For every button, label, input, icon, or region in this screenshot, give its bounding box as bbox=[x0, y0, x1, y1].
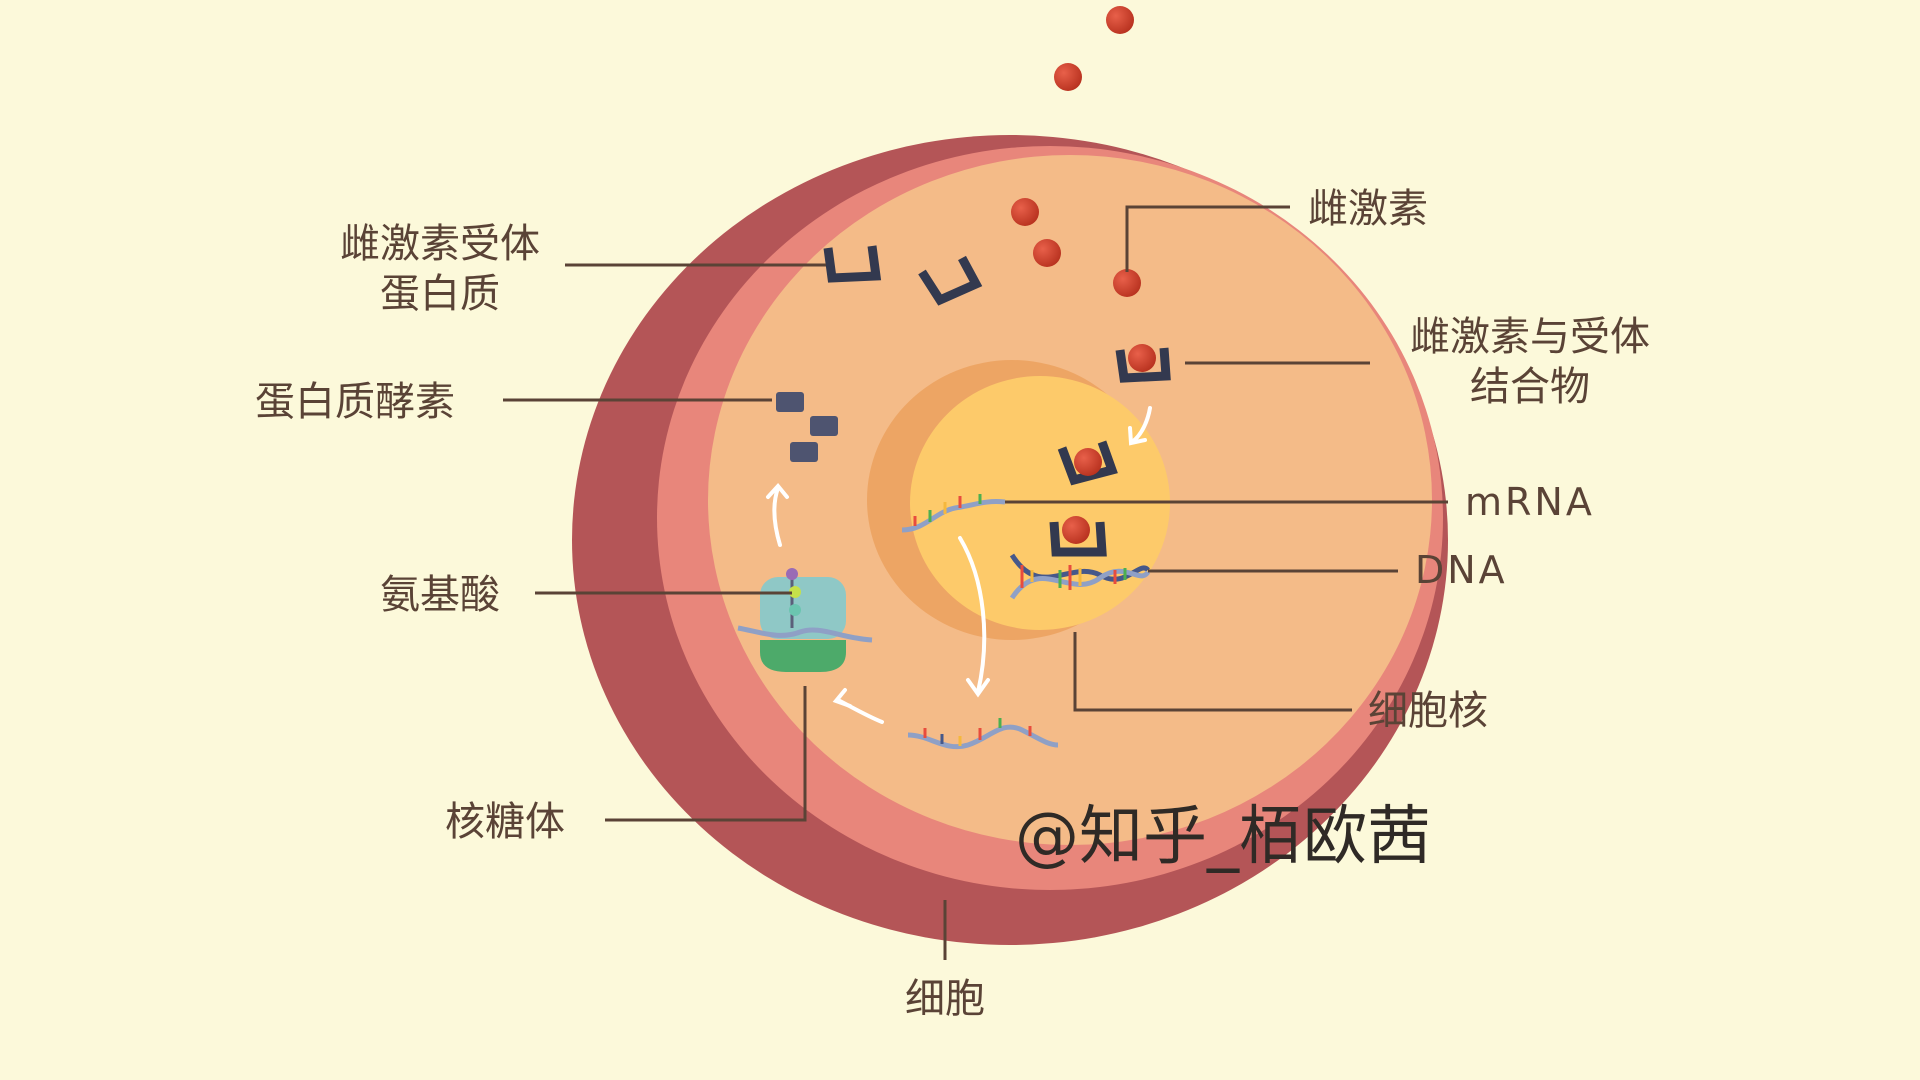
hormone-receptor-complex bbox=[1049, 344, 1171, 557]
label-dna: DNA bbox=[1415, 548, 1508, 592]
arrow-head bbox=[766, 482, 789, 499]
complex-receptor bbox=[1115, 347, 1171, 383]
complex-receptor-dna bbox=[1049, 521, 1107, 557]
arrow-head bbox=[832, 688, 852, 708]
watermark: @知乎_栢欧茜 bbox=[1015, 800, 1431, 874]
leader-lines bbox=[503, 205, 1448, 960]
dna-helix bbox=[1009, 553, 1151, 600]
dna-base-pairs bbox=[1020, 565, 1127, 590]
label-receptor-line1: 雌激素受体 bbox=[340, 221, 540, 267]
label-complex-line1: 雌激素与受体 bbox=[1410, 314, 1650, 360]
mrna-strand bbox=[901, 499, 1006, 533]
dna-strand bbox=[1009, 553, 1150, 582]
hormone-molecule bbox=[1113, 269, 1141, 297]
receptor-protein bbox=[823, 245, 882, 283]
complex-hormone-dna bbox=[1062, 516, 1090, 544]
hormone-molecule bbox=[1054, 63, 1082, 91]
ribosome-small-subunit bbox=[760, 640, 846, 672]
amino-acid bbox=[789, 604, 801, 616]
dna-strand bbox=[1009, 568, 1151, 600]
enzyme-block bbox=[810, 416, 838, 436]
mrna-nucleus bbox=[901, 494, 1006, 533]
receptor-protein bbox=[918, 255, 983, 306]
arrow-head bbox=[966, 678, 990, 698]
label-receptor-line2: 蛋白质 bbox=[380, 271, 500, 317]
mrna-cytoplasm bbox=[907, 718, 1059, 750]
complex-hormone-nucleus bbox=[1074, 448, 1102, 476]
leader-nucleus bbox=[1073, 632, 1352, 712]
arrow-head bbox=[1128, 426, 1147, 446]
leader-ribosome bbox=[605, 686, 807, 822]
label-complex-line2: 结合物 bbox=[1470, 364, 1590, 410]
label-amino-acid: 氨基酸 bbox=[380, 572, 500, 618]
label-enzyme: 蛋白质酵素 bbox=[255, 379, 455, 425]
arrow-complex-to-nucleus bbox=[1130, 406, 1152, 444]
hormone-molecule bbox=[1106, 6, 1134, 34]
label-nucleus: 细胞核 bbox=[1368, 688, 1488, 734]
label-cell: 细胞 bbox=[905, 976, 985, 1022]
label-hormone: 雌激素 bbox=[1308, 186, 1428, 232]
leader-hormone bbox=[1125, 205, 1290, 272]
enzyme-block bbox=[790, 442, 818, 462]
label-mrna: mRNA bbox=[1465, 480, 1595, 524]
arrow-ribosome-to-enzyme bbox=[772, 486, 782, 547]
mrna-strand bbox=[907, 724, 1059, 750]
enzyme-block bbox=[776, 392, 804, 412]
arrow-mrna-out bbox=[958, 536, 987, 694]
process-arrows bbox=[766, 406, 1152, 724]
hormone-molecules bbox=[1011, 6, 1141, 297]
labels: 雌激素 雌激素受体 蛋白质 雌激素与受体 结合物 蛋白质酵素 mRNA DNA … bbox=[255, 186, 1650, 1022]
hormone-molecule bbox=[1033, 239, 1061, 267]
hormone-molecule bbox=[1011, 198, 1039, 226]
amino-acid bbox=[789, 586, 801, 598]
amino-acid bbox=[786, 568, 798, 580]
receptor-proteins bbox=[823, 245, 983, 306]
complex-hormone bbox=[1128, 344, 1156, 372]
ribosome-mrna bbox=[737, 625, 873, 643]
protein-enzymes bbox=[776, 392, 838, 462]
label-ribosome: 核糖体 bbox=[445, 799, 565, 845]
